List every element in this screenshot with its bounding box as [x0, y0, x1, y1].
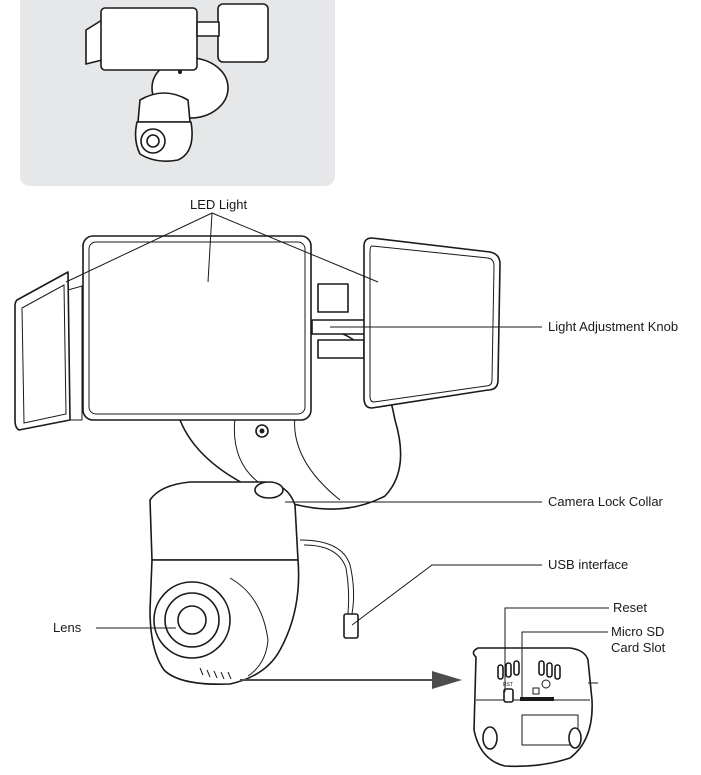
label-camera-lock-collar: Camera Lock Collar: [548, 494, 664, 509]
labels: LED Light Light Adjustment Knob Camera L…: [53, 197, 678, 655]
rst-marking: RST: [503, 682, 513, 688]
detail-view-illustration: RST: [472, 647, 598, 768]
label-led-light: LED Light: [190, 197, 247, 212]
leader-lines: [65, 212, 609, 697]
led-panel-center: [82, 235, 312, 421]
label-micro-sd-line1: Micro SD: [611, 624, 664, 639]
usb-cable: [299, 539, 355, 615]
led-panel-right: [363, 237, 501, 409]
label-light-adjustment-knob: Light Adjustment Knob: [548, 319, 678, 334]
detail-arrow: [240, 671, 462, 689]
main-device-illustration: [14, 235, 501, 686]
detail-vents: [497, 660, 561, 680]
usb-connector: [343, 613, 359, 639]
thumbnail-panel: [20, 0, 335, 186]
label-micro-sd-line2: Card Slot: [611, 640, 666, 655]
label-usb-interface: USB interface: [548, 557, 628, 572]
label-lens: Lens: [53, 620, 82, 635]
thumbnail-device-illustration: [85, 3, 269, 162]
reset-button: [503, 688, 514, 703]
led-panel-left: [14, 271, 71, 431]
label-reset: Reset: [613, 600, 647, 615]
micro-sd-slot: [520, 697, 554, 701]
camera-lens-inner: [177, 605, 207, 635]
